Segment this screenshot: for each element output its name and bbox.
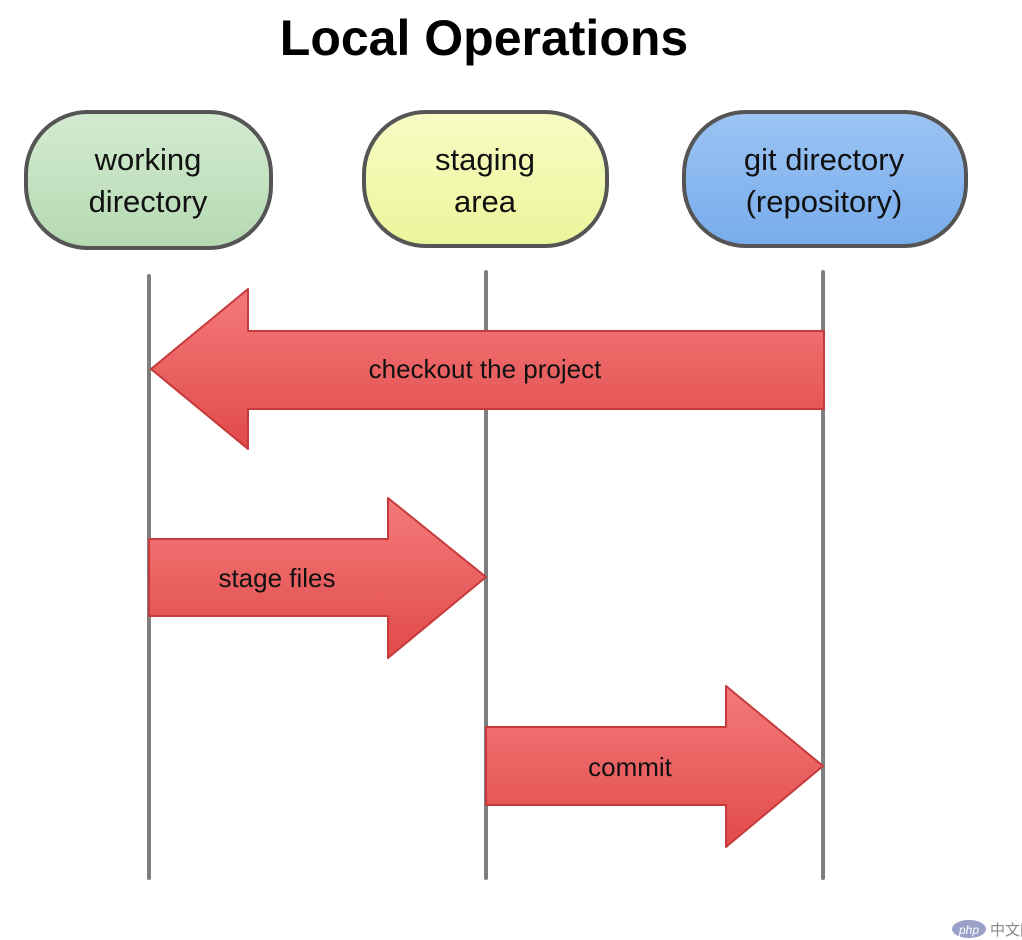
node-git-label-line2: (repository) bbox=[746, 184, 903, 219]
node-git-directory: git directory (repository) bbox=[682, 110, 968, 248]
node-working-directory: working directory bbox=[24, 110, 273, 250]
watermark-text: 中文网 bbox=[990, 922, 1022, 939]
node-git-shape bbox=[682, 110, 968, 248]
watermark-logo: php bbox=[958, 923, 979, 937]
node-working-shape bbox=[24, 110, 273, 250]
watermark-logo-badge bbox=[952, 920, 986, 938]
arrow-stage-files: stage files bbox=[148, 497, 487, 659]
arrow-checkout-the-project: checkout the project bbox=[150, 288, 825, 450]
node-staging-label-line2: area bbox=[454, 184, 517, 219]
diagram-title: Local Operations bbox=[280, 10, 688, 66]
node-working-label-line2: directory bbox=[89, 184, 208, 219]
arrow-checkout-label: checkout the project bbox=[369, 354, 602, 384]
node-staging-label-line1: staging bbox=[435, 142, 535, 177]
node-staging-shape bbox=[362, 110, 609, 248]
node-working-label-line1: working bbox=[94, 142, 202, 177]
arrow-stage-shape bbox=[148, 497, 487, 659]
watermark: php 中文网 bbox=[952, 920, 1022, 939]
arrow-commit-label: commit bbox=[588, 752, 673, 782]
arrow-commit: commit bbox=[485, 685, 824, 848]
node-staging-area: staging area bbox=[362, 110, 609, 248]
arrow-stage-label: stage files bbox=[218, 563, 335, 593]
arrow-checkout-shape bbox=[150, 288, 825, 450]
node-git-label-line1: git directory bbox=[744, 142, 905, 177]
arrow-commit-shape bbox=[485, 685, 824, 848]
